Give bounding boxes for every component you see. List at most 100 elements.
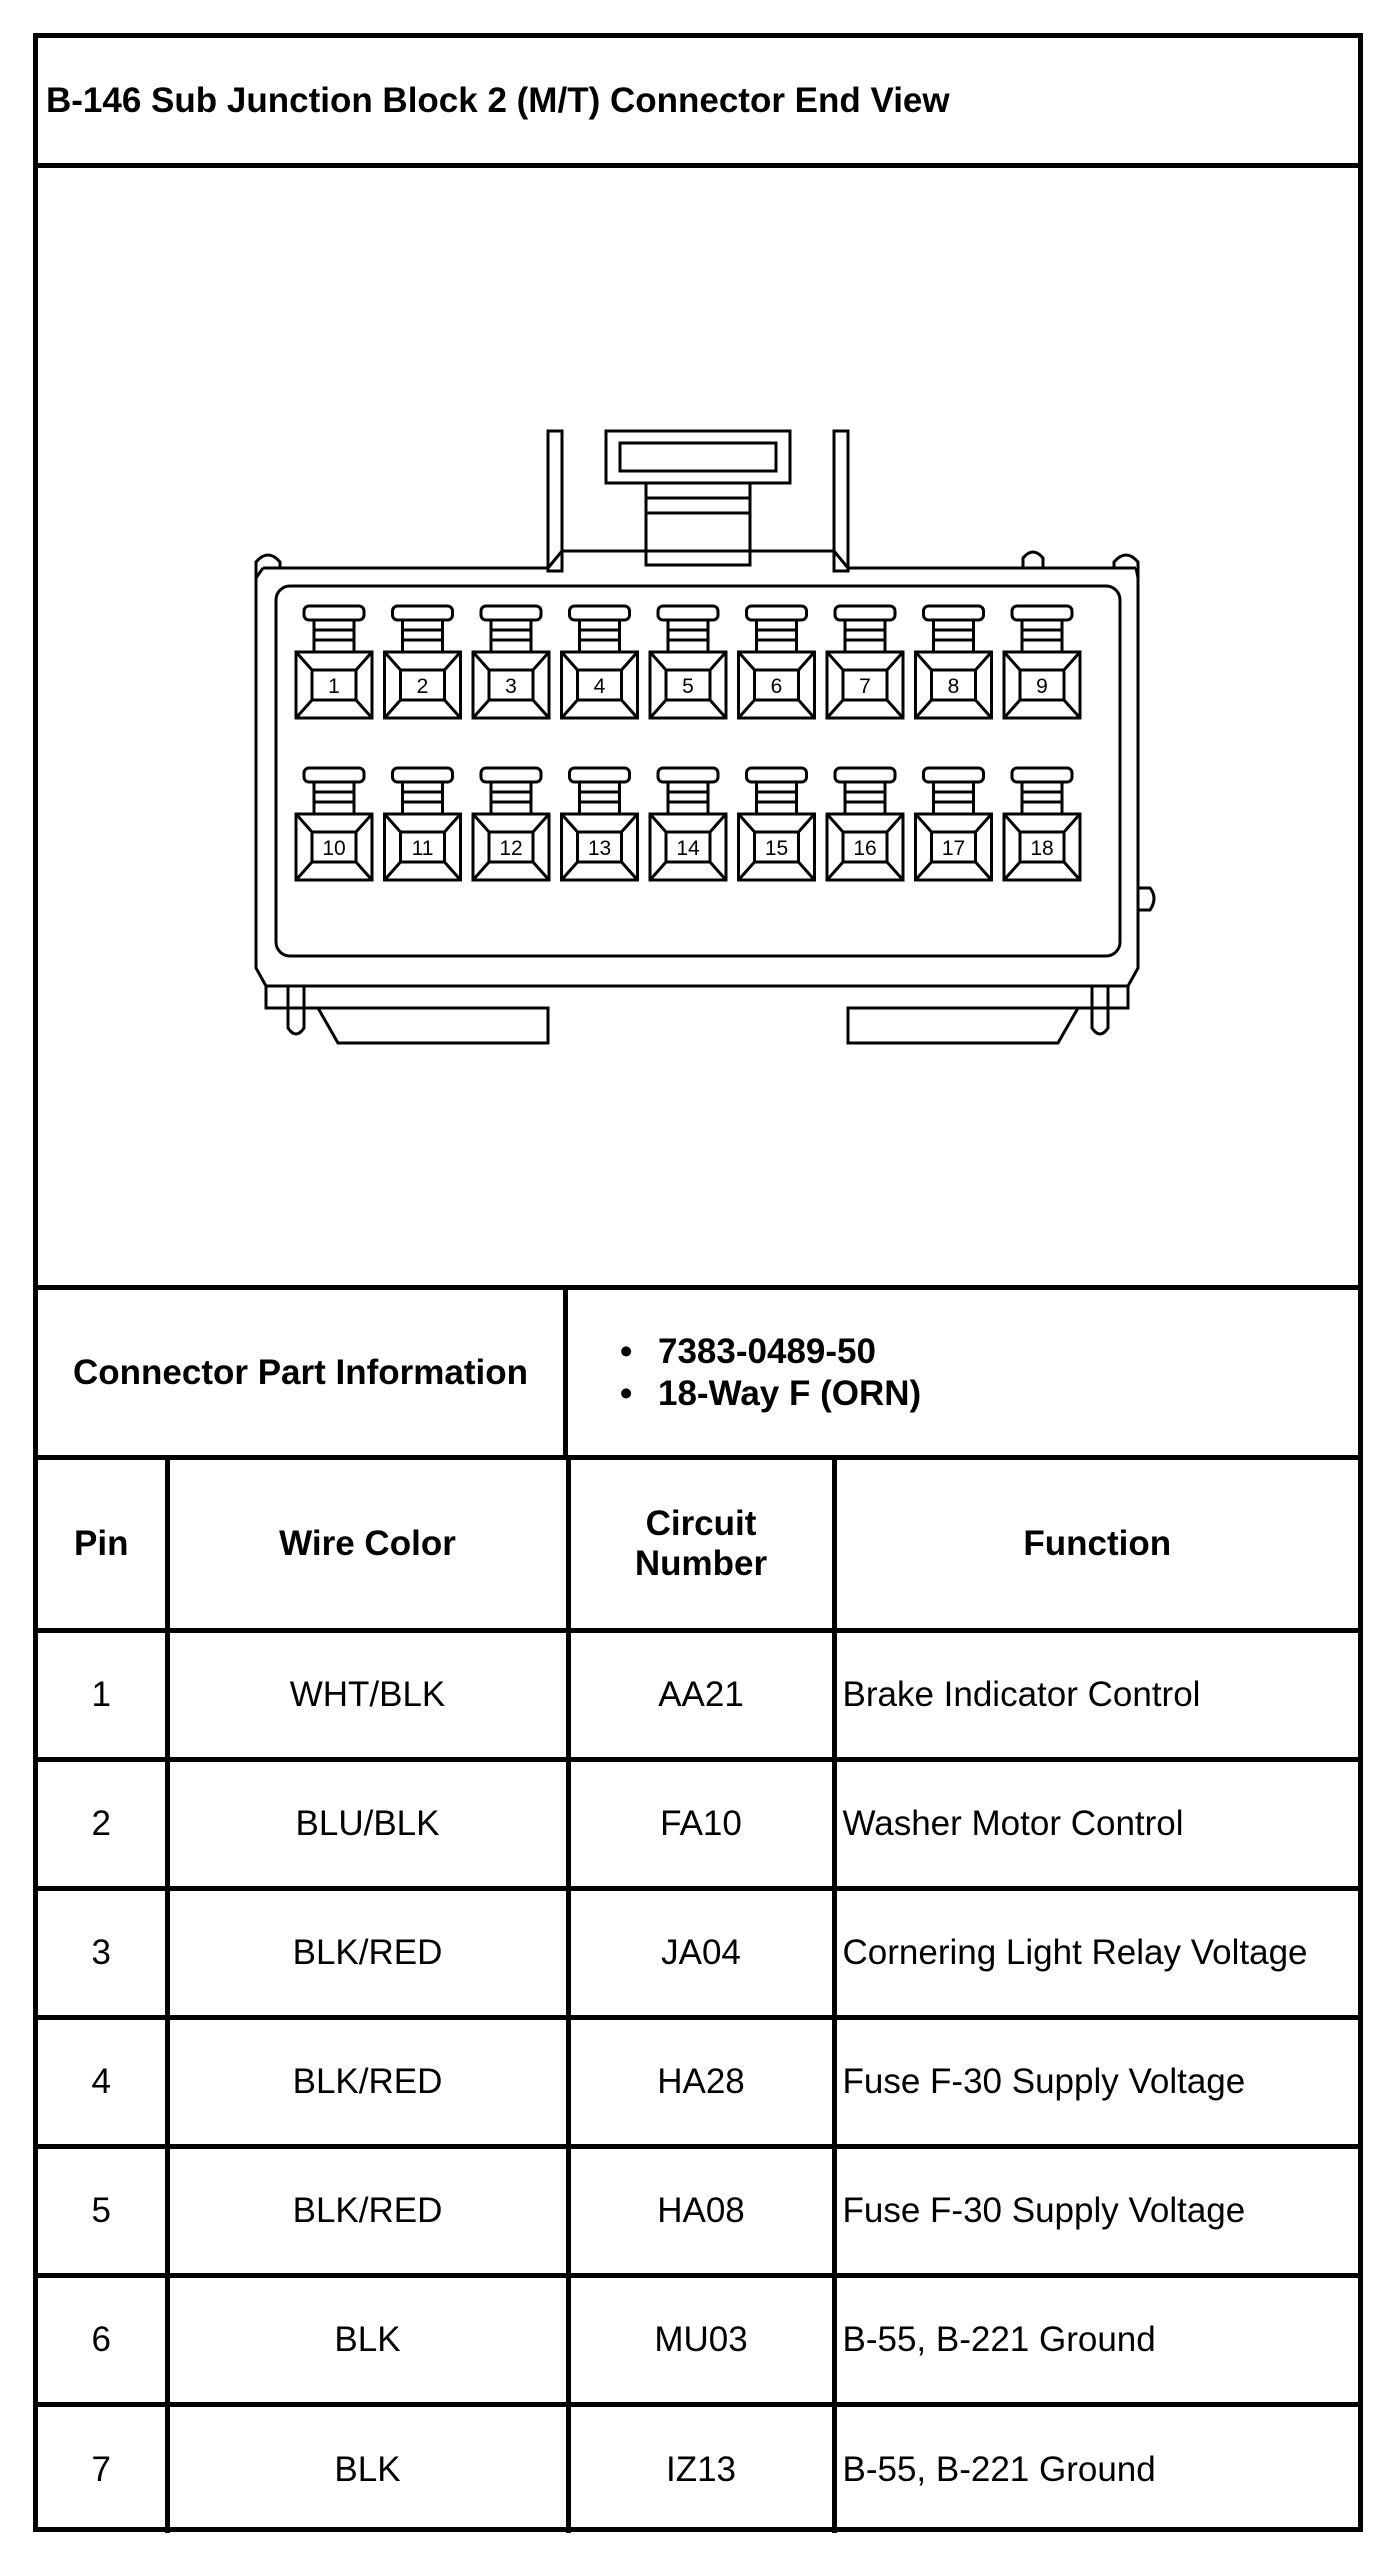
function-cell: Fuse F-30 Supply Voltage bbox=[831, 2143, 1358, 2278]
pin-cavity-6: 6 bbox=[737, 604, 816, 720]
pin-cavity-12: 12 bbox=[471, 766, 551, 882]
pin-number-label: 3 bbox=[505, 675, 517, 698]
pin-cavity-17: 17 bbox=[914, 766, 993, 882]
pin-terminal-neck bbox=[932, 780, 975, 816]
pin-number-label: 4 bbox=[594, 675, 606, 698]
pin-number-label: 17 bbox=[942, 837, 965, 860]
part-number: 7383-0489-50 bbox=[620, 1331, 1358, 1373]
pin-terminal-neck bbox=[843, 780, 887, 816]
pin-terminal-head bbox=[302, 604, 366, 622]
pin-terminal-head bbox=[479, 604, 543, 622]
connector-latch-neck bbox=[644, 481, 752, 567]
pin-number-label: 7 bbox=[859, 675, 871, 698]
pin-terminal-head bbox=[922, 766, 985, 784]
pin-label-box bbox=[753, 830, 800, 864]
table-row: 2 BLU/BLK FA10 Washer Motor Control bbox=[38, 1756, 1358, 1891]
pin-cavity-18: 18 bbox=[1002, 766, 1082, 882]
pin-cavity-box bbox=[294, 812, 374, 882]
connector-top-shoulder bbox=[263, 549, 1136, 570]
pinout-table: Pin Wire Color Circuit Number Function 1… bbox=[38, 1460, 1358, 2533]
right-bottom-skirt bbox=[846, 986, 1130, 1045]
pin-number-label: 10 bbox=[322, 837, 345, 860]
pin-terminal-head bbox=[833, 766, 897, 784]
pin-terminal-head bbox=[391, 604, 454, 622]
pin-terminal-neck bbox=[578, 780, 621, 816]
pin-cavity-15: 15 bbox=[737, 766, 816, 882]
pin-label-box bbox=[841, 668, 889, 702]
pin-terminal-head bbox=[479, 766, 543, 784]
circuit-cell: AA21 bbox=[565, 1627, 837, 1762]
pin-number-label: 14 bbox=[676, 837, 700, 860]
circuit-cell: HA28 bbox=[565, 2014, 837, 2149]
pin-terminal-head bbox=[1010, 604, 1074, 622]
pin-terminal-neck bbox=[401, 780, 444, 816]
pin-terminal-neck bbox=[666, 618, 710, 654]
pin-cavity-5: 5 bbox=[648, 604, 728, 720]
pin-terminal-neck bbox=[489, 780, 533, 816]
pin-number-label: 13 bbox=[588, 837, 611, 860]
circuit-cell: IZ13 bbox=[565, 2401, 837, 2533]
pin-terminal-head bbox=[656, 604, 720, 622]
pin-number-label: 1 bbox=[328, 675, 340, 698]
circuit-cell: FA10 bbox=[565, 1756, 837, 1891]
pin-cavity-box bbox=[383, 650, 462, 720]
circuit-cell: HA08 bbox=[565, 2143, 837, 2278]
pin-terminal-neck bbox=[843, 618, 887, 654]
pin-number-label: 2 bbox=[417, 675, 429, 698]
pin-label-box bbox=[841, 830, 889, 864]
pin-cavity-7: 7 bbox=[825, 604, 905, 720]
connector-type: 18-Way F (ORN) bbox=[620, 1373, 1358, 1415]
pin-label-box bbox=[310, 830, 358, 864]
table-row: 5 BLK/RED HA08 Fuse F-30 Supply Voltage bbox=[38, 2143, 1358, 2278]
pin-number-label: 8 bbox=[948, 675, 960, 698]
header-circuit-number-line2: Number bbox=[634, 1543, 768, 1583]
pin-label-box bbox=[399, 668, 446, 702]
pin-terminal-neck bbox=[312, 780, 356, 816]
function-cell: Cornering Light Relay Voltage bbox=[831, 1885, 1358, 2020]
pin-cavity-8: 8 bbox=[914, 604, 993, 720]
connector-part-information-row: Connector Part Information 7383-0489-50 … bbox=[38, 1290, 1358, 1460]
page-title: B-146 Sub Junction Block 2 (M/T) Connect… bbox=[38, 38, 1358, 168]
table-row: 7 BLK IZ13 B-55, B-221 Ground bbox=[38, 2401, 1358, 2533]
pin-label-box bbox=[487, 668, 535, 702]
pin-terminal-neck bbox=[755, 618, 798, 654]
wire-color-cell: BLU/BLK bbox=[164, 1756, 571, 1891]
pin-terminal-head bbox=[656, 766, 720, 784]
pin-cavity-box bbox=[1002, 650, 1082, 720]
pin-cell: 4 bbox=[38, 2014, 170, 2149]
wire-color-cell: BLK/RED bbox=[164, 2014, 571, 2149]
right-top-bump bbox=[1112, 553, 1140, 578]
pin-terminal-neck bbox=[755, 780, 798, 816]
pin-terminal-neck bbox=[1020, 618, 1064, 654]
wire-color-cell: BLK bbox=[164, 2272, 571, 2407]
pin-cell: 7 bbox=[38, 2401, 170, 2533]
pinout-header-row: Pin Wire Color Circuit Number Function bbox=[38, 1460, 1358, 1633]
header-pin: Pin bbox=[38, 1460, 170, 1633]
pin-cavity-box bbox=[383, 812, 462, 882]
pin-label-box bbox=[753, 668, 800, 702]
pin-cell: 6 bbox=[38, 2272, 170, 2407]
pin-label-box bbox=[576, 668, 623, 702]
left-bottom-foot bbox=[286, 986, 306, 1036]
pin-cell: 1 bbox=[38, 1627, 170, 1762]
function-cell: Fuse F-30 Supply Voltage bbox=[831, 2014, 1358, 2149]
pin-terminal-head bbox=[745, 604, 808, 622]
pin-number-label: 6 bbox=[771, 675, 783, 698]
pin-cavity-11: 11 bbox=[383, 766, 462, 882]
table-row: 3 BLK/RED JA04 Cornering Light Relay Vol… bbox=[38, 1885, 1358, 2020]
pin-cavity-box bbox=[294, 650, 374, 720]
pin-cavity-box bbox=[1002, 812, 1082, 882]
pin-cavity-10: 10 bbox=[294, 766, 374, 882]
pin-terminal-neck bbox=[578, 618, 621, 654]
wire-color-cell: BLK/RED bbox=[164, 1885, 571, 2020]
pin-terminal-head bbox=[568, 604, 631, 622]
pin-cavity-box bbox=[737, 650, 816, 720]
right-side-nub bbox=[1138, 886, 1156, 912]
right-latch-post bbox=[832, 429, 850, 573]
header-circuit-number-line1: Circuit bbox=[645, 1503, 757, 1543]
pin-cavity-9: 9 bbox=[1002, 604, 1082, 720]
pin-label-box bbox=[930, 830, 977, 864]
connector-part-information-list: 7383-0489-50 18-Way F (ORN) bbox=[568, 1290, 1358, 1455]
